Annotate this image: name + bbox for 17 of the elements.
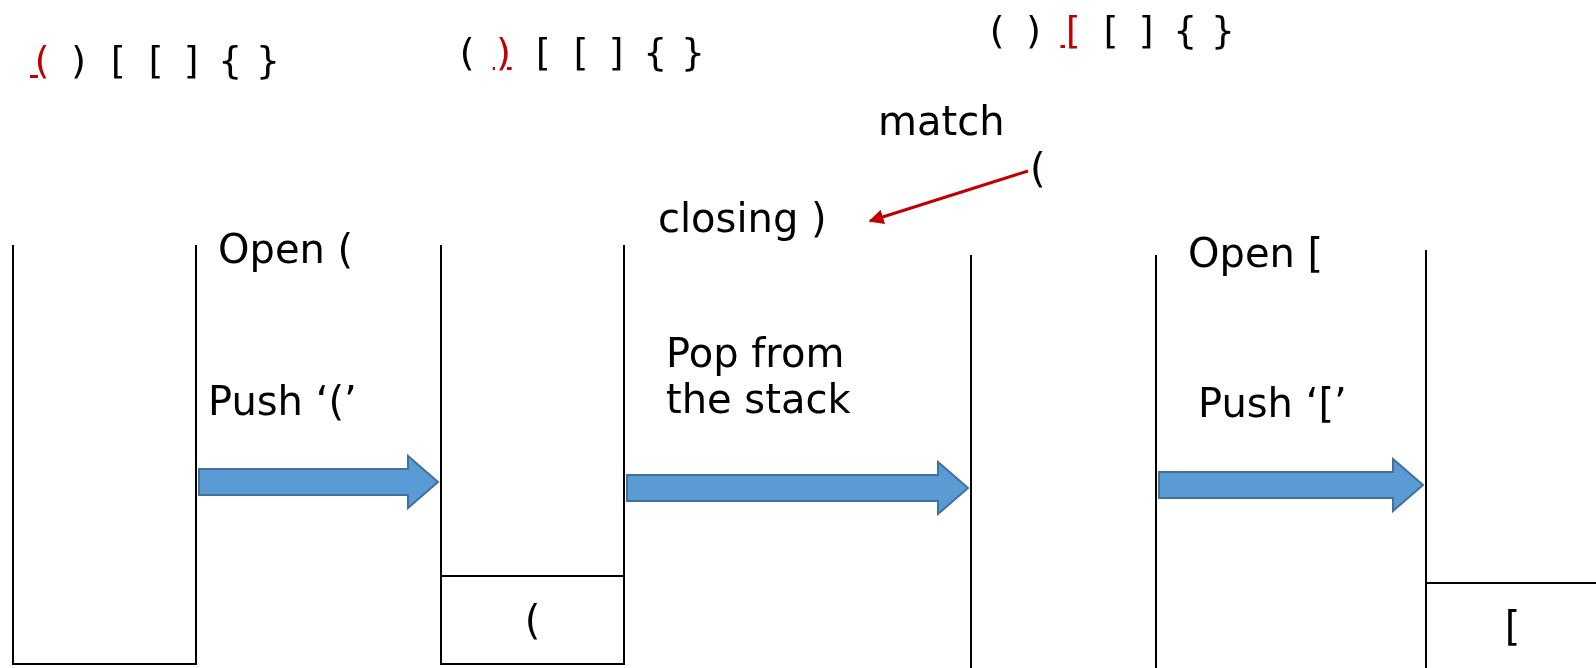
arrow — [868, 169, 1029, 225]
annotation-text: closing ) — [658, 195, 868, 247]
bracket-sequence: ( ) [ [ ] { } — [455, 30, 701, 74]
annotation-text: ( — [1030, 145, 1062, 197]
block-arrow — [1158, 456, 1425, 514]
block-arrow — [198, 453, 440, 511]
stack-container — [970, 255, 1157, 668]
bracket-sequence: ( ) [ [ ] { } — [30, 38, 276, 82]
stack-container — [440, 245, 625, 665]
stack-container — [1425, 250, 1596, 668]
note-text: Open [ — [1188, 230, 1324, 276]
stack-element: [ — [1427, 582, 1596, 668]
stack-element: ( — [442, 575, 623, 663]
block-arrow — [626, 459, 970, 517]
bracket-sequence: ( ) [ [ ] { } — [985, 8, 1231, 52]
note-text: Open ( — [218, 226, 354, 272]
stack-container — [12, 245, 197, 665]
